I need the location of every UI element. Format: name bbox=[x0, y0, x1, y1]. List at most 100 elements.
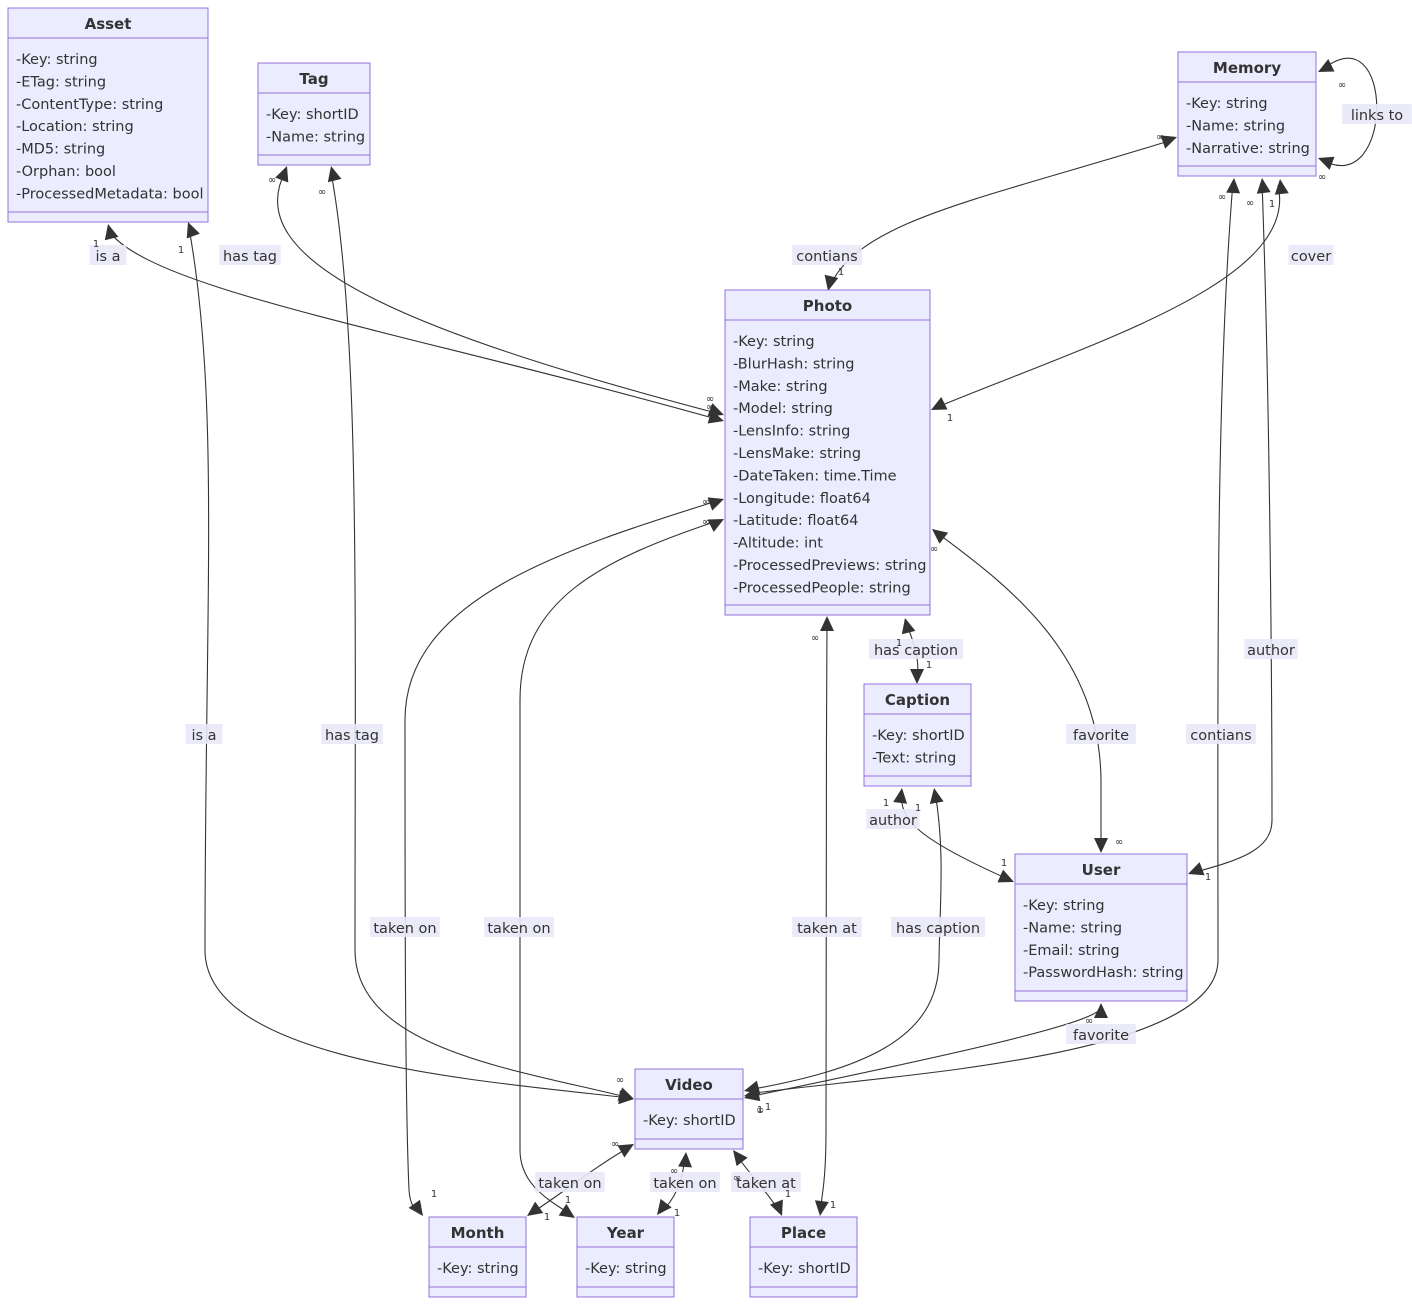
class-member: -Model: string bbox=[733, 401, 833, 417]
relation-label-text: taken on bbox=[373, 921, 436, 937]
cardinality-label: 1 bbox=[896, 638, 902, 649]
arrowhead bbox=[1318, 59, 1335, 72]
arrowhead bbox=[617, 1144, 634, 1158]
relation-memory-user bbox=[1188, 178, 1273, 876]
class-member: -BlurHash: string bbox=[733, 356, 855, 372]
relation-label: author bbox=[866, 809, 920, 829]
relation-label-text: has tag bbox=[223, 249, 277, 265]
class-member: -Latitude: float64 bbox=[733, 513, 858, 529]
arrowhead bbox=[932, 529, 949, 544]
class-member: -Key: shortID bbox=[758, 1261, 851, 1277]
cardinality-label: 1 bbox=[1205, 872, 1211, 883]
class-box bbox=[1177, 51, 1317, 177]
arrowhead bbox=[327, 166, 342, 183]
class-member: -Text: string bbox=[872, 750, 956, 766]
cardinality-label: 1 bbox=[757, 1105, 763, 1116]
cardinality-label: 1 bbox=[431, 1189, 437, 1200]
relation-label-text: has tag bbox=[325, 728, 379, 744]
relation-line bbox=[819, 619, 828, 1213]
class-member: -ProcessedPreviews: string bbox=[733, 558, 926, 574]
cardinality-label: 1 bbox=[830, 1200, 836, 1211]
relation-line bbox=[934, 184, 1281, 409]
relation-label: cover bbox=[1288, 245, 1334, 265]
arrowhead bbox=[408, 1199, 423, 1216]
arrowhead bbox=[617, 1087, 634, 1101]
cardinality-label: 1 bbox=[565, 1195, 571, 1206]
relation-label-text: favorite bbox=[1073, 728, 1129, 744]
arrowhead bbox=[733, 1150, 748, 1167]
cardinality-label: ∞ bbox=[756, 1105, 764, 1116]
class-place: Place-Key: shortID bbox=[749, 1216, 858, 1298]
class-member: -LensInfo: string bbox=[733, 424, 850, 440]
relation-label-text: is a bbox=[191, 728, 216, 744]
arrowhead bbox=[901, 618, 916, 635]
relation-label: taken at bbox=[792, 917, 862, 937]
arrowhead bbox=[707, 519, 724, 532]
relation-line bbox=[935, 531, 1102, 848]
relation-line bbox=[277, 171, 721, 415]
cardinality-label: ∞ bbox=[268, 175, 276, 186]
relation-label: contians bbox=[1186, 724, 1256, 744]
cardinality-label: 1 bbox=[883, 798, 889, 809]
relation-label: author bbox=[1244, 639, 1298, 659]
relation-label-text: has caption bbox=[896, 921, 980, 937]
label-background bbox=[1066, 1024, 1136, 1044]
class-user: User-Key: string-Name: string-Email: str… bbox=[1014, 853, 1188, 1002]
class-member: -Key: shortID bbox=[643, 1113, 736, 1129]
class-box bbox=[724, 289, 931, 616]
cardinality-label: ∞ bbox=[1318, 172, 1326, 183]
arrowhead bbox=[820, 616, 834, 631]
label-background bbox=[868, 639, 964, 659]
cardinality-label: 1 bbox=[1001, 858, 1007, 869]
class-title: Asset bbox=[85, 15, 132, 33]
relation-label-text: taken on bbox=[487, 921, 550, 937]
relation-line bbox=[519, 519, 721, 1217]
label-background bbox=[535, 1172, 605, 1192]
label-background bbox=[89, 245, 127, 265]
cardinality-label: 1 bbox=[915, 803, 921, 814]
class-member: -PasswordHash: string bbox=[1023, 965, 1184, 981]
arrowhead bbox=[1094, 1003, 1108, 1018]
class-member: -Longitude: float64 bbox=[733, 491, 871, 507]
arrowhead bbox=[1188, 862, 1205, 876]
relation-asset-photo bbox=[104, 224, 724, 424]
classes-layer: Asset-Key: string-ETag: string-ContentTy… bbox=[7, 7, 1317, 1298]
class-title: Year bbox=[606, 1224, 645, 1242]
cardinality-label: ∞ bbox=[1246, 198, 1254, 209]
class-photo: Photo-Key: string-BlurHash: string-Make:… bbox=[724, 289, 931, 616]
relation-label: has tag bbox=[219, 245, 281, 265]
label-background bbox=[219, 245, 281, 265]
cardinality-label: ∞ bbox=[811, 633, 819, 644]
relations-layer bbox=[104, 57, 1378, 1218]
relation-photo-place bbox=[814, 616, 834, 1216]
arrowhead bbox=[1318, 156, 1335, 170]
class-tag: Tag-Key: shortID-Name: string bbox=[257, 62, 371, 166]
arrowhead bbox=[929, 788, 944, 805]
class-box bbox=[634, 1068, 744, 1150]
relation-label-text: favorite bbox=[1073, 1028, 1129, 1044]
relation-line bbox=[829, 139, 1173, 287]
relation-photo-year bbox=[519, 519, 724, 1218]
class-member: -Key: string bbox=[585, 1261, 667, 1277]
class-box bbox=[257, 62, 371, 166]
arrowhead bbox=[186, 222, 200, 239]
class-title: Caption bbox=[885, 691, 950, 709]
relation-label: taken on bbox=[650, 1172, 720, 1192]
arrowhead bbox=[657, 1198, 672, 1215]
relation-caption-video bbox=[744, 788, 944, 1095]
cardinality-label: ∞ bbox=[706, 402, 714, 413]
class-box bbox=[749, 1216, 858, 1298]
cardinality-label: ∞ bbox=[616, 1075, 624, 1086]
cardinality-label: ∞ bbox=[733, 1173, 741, 1184]
class-member: -Key: string bbox=[16, 52, 98, 68]
relation-photo-user bbox=[932, 529, 1108, 853]
class-member: -ProcessedMetadata: bool bbox=[16, 186, 204, 202]
relation-label: is a bbox=[185, 724, 223, 744]
class-title: User bbox=[1082, 861, 1121, 879]
relation-photo-month bbox=[404, 497, 724, 1216]
cardinality-label: ∞ bbox=[702, 517, 710, 528]
class-box bbox=[1014, 853, 1188, 1002]
cardinality-label: ∞ bbox=[611, 1139, 619, 1150]
cardinality-label: 1 bbox=[178, 245, 184, 256]
